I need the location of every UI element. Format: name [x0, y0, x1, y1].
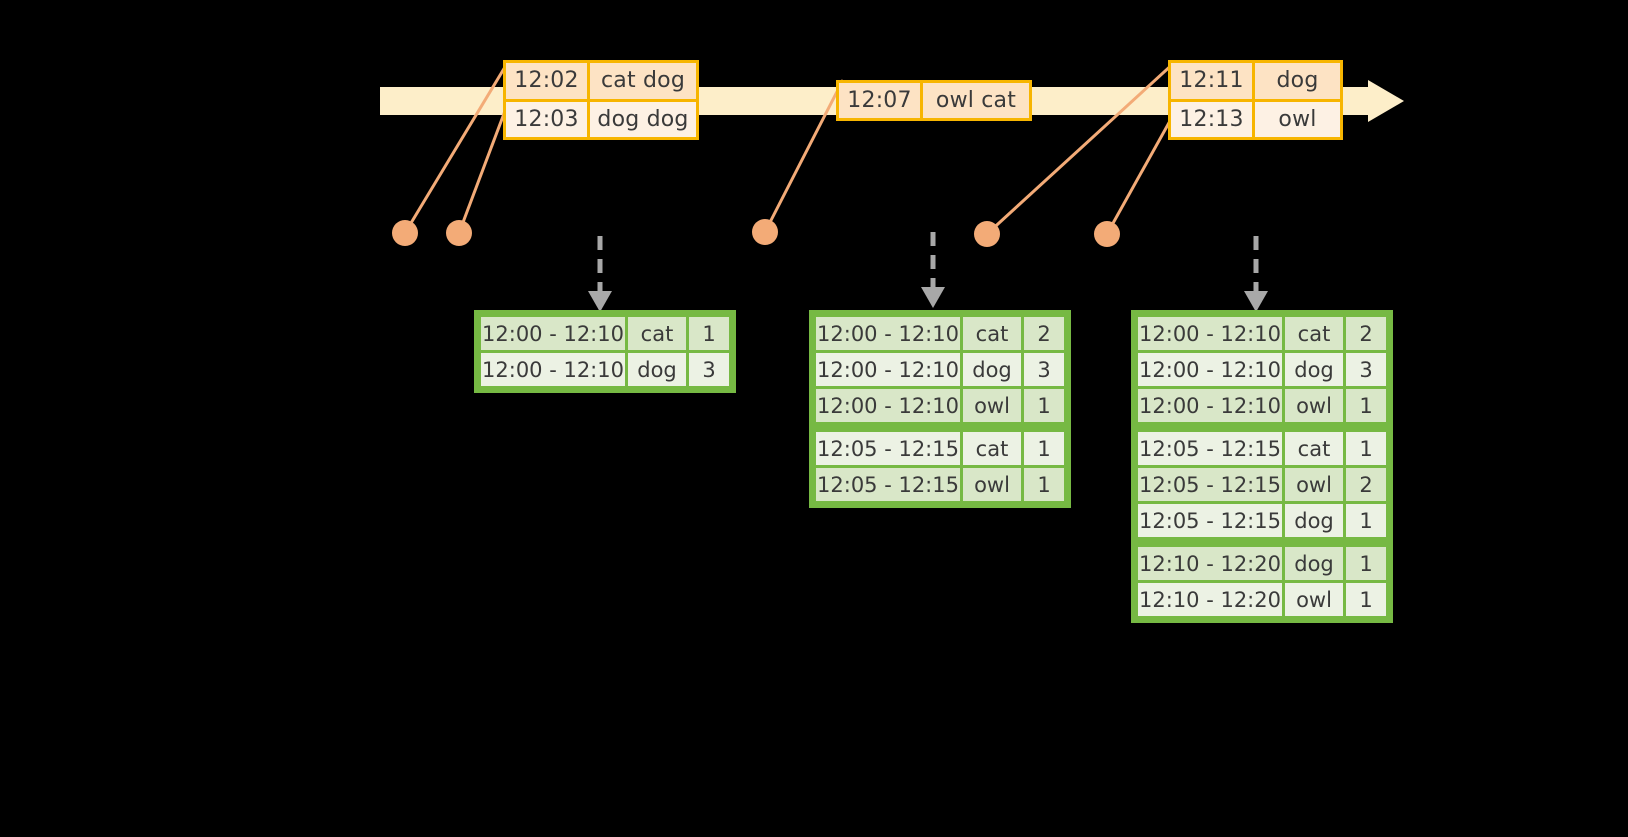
event-dot[interactable] — [446, 220, 472, 246]
count-cell: 3 — [1024, 353, 1064, 386]
key-cell: dog — [963, 353, 1021, 386]
key-cell: owl — [1285, 583, 1343, 616]
count-cell: 1 — [1024, 468, 1064, 501]
result-group-separator — [1138, 540, 1386, 544]
count-cell: 1 — [1024, 389, 1064, 422]
count-cell: 2 — [1346, 468, 1386, 501]
window-cell: 12:00 - 12:10 — [1138, 317, 1282, 350]
event-dot[interactable] — [1094, 221, 1120, 247]
event-time: 12:07 — [839, 83, 923, 118]
event-words: cat dog — [590, 63, 696, 99]
key-cell: cat — [628, 317, 686, 350]
window-cell: 12:00 - 12:10 — [816, 317, 960, 350]
key-cell: dog — [628, 353, 686, 386]
count-cell: 1 — [1346, 504, 1386, 537]
event-words: owl cat — [923, 83, 1029, 118]
event-words: owl — [1255, 101, 1340, 137]
event-row: 12:07 owl cat — [839, 83, 1029, 118]
key-cell: owl — [1285, 389, 1343, 422]
count-cell: 1 — [689, 317, 729, 350]
event-row: 12:13 owl — [1171, 98, 1340, 137]
event-box-group-3[interactable]: 12:11 dog 12:13 owl — [1168, 60, 1343, 140]
key-cell: cat — [1285, 317, 1343, 350]
window-cell: 12:05 - 12:15 — [816, 432, 960, 465]
key-cell: cat — [963, 432, 1021, 465]
event-box-group-1[interactable]: 12:02 cat dog 12:03 dog dog — [503, 60, 699, 140]
count-cell: 1 — [1346, 432, 1386, 465]
window-cell: 12:00 - 12:10 — [481, 317, 625, 350]
window-cell: 12:05 - 12:15 — [816, 468, 960, 501]
window-cell: 12:05 - 12:15 — [1138, 504, 1282, 537]
window-cell: 12:00 - 12:10 — [816, 353, 960, 386]
count-cell: 3 — [1346, 353, 1386, 386]
event-box-group-2[interactable]: 12:07 owl cat — [836, 80, 1032, 121]
key-cell: owl — [963, 389, 1021, 422]
result-group-separator — [816, 425, 1064, 429]
key-cell: dog — [1285, 547, 1343, 580]
key-cell: owl — [963, 468, 1021, 501]
event-time: 12:11 — [1171, 63, 1255, 99]
event-row: 12:11 dog — [1171, 63, 1340, 99]
window-cell: 12:05 - 12:15 — [1138, 432, 1282, 465]
count-cell: 2 — [1024, 317, 1064, 350]
count-cell: 1 — [1346, 583, 1386, 616]
window-cell: 12:00 - 12:10 — [1138, 389, 1282, 422]
event-time: 12:03 — [506, 101, 590, 137]
event-time: 12:13 — [1171, 101, 1255, 137]
count-cell: 3 — [689, 353, 729, 386]
window-cell: 12:10 - 12:20 — [1138, 547, 1282, 580]
window-cell: 12:10 - 12:20 — [1138, 583, 1282, 616]
window-cell: 12:00 - 12:10 — [481, 353, 625, 386]
count-cell: 1 — [1346, 389, 1386, 422]
event-time: 12:02 — [506, 63, 590, 99]
timeline-arrowhead — [1368, 80, 1404, 122]
window-cell: 12:00 - 12:10 — [816, 389, 960, 422]
event-dot[interactable] — [752, 219, 778, 245]
event-row: 12:02 cat dog — [506, 63, 696, 99]
key-cell: dog — [1285, 504, 1343, 537]
window-cell: 12:05 - 12:15 — [1138, 468, 1282, 501]
count-cell: 2 — [1346, 317, 1386, 350]
window-cell: 12:00 - 12:10 — [1138, 353, 1282, 386]
count-cell: 1 — [1346, 547, 1386, 580]
event-dot[interactable] — [974, 221, 1000, 247]
key-cell: owl — [1285, 468, 1343, 501]
key-cell: cat — [1285, 432, 1343, 465]
count-cell: 1 — [1024, 432, 1064, 465]
result-group-separator — [1138, 425, 1386, 429]
event-dot[interactable] — [392, 220, 418, 246]
key-cell: dog — [1285, 353, 1343, 386]
event-words: dog — [1255, 63, 1340, 99]
event-row: 12:03 dog dog — [506, 98, 696, 137]
event-words: dog dog — [590, 101, 696, 137]
key-cell: cat — [963, 317, 1021, 350]
